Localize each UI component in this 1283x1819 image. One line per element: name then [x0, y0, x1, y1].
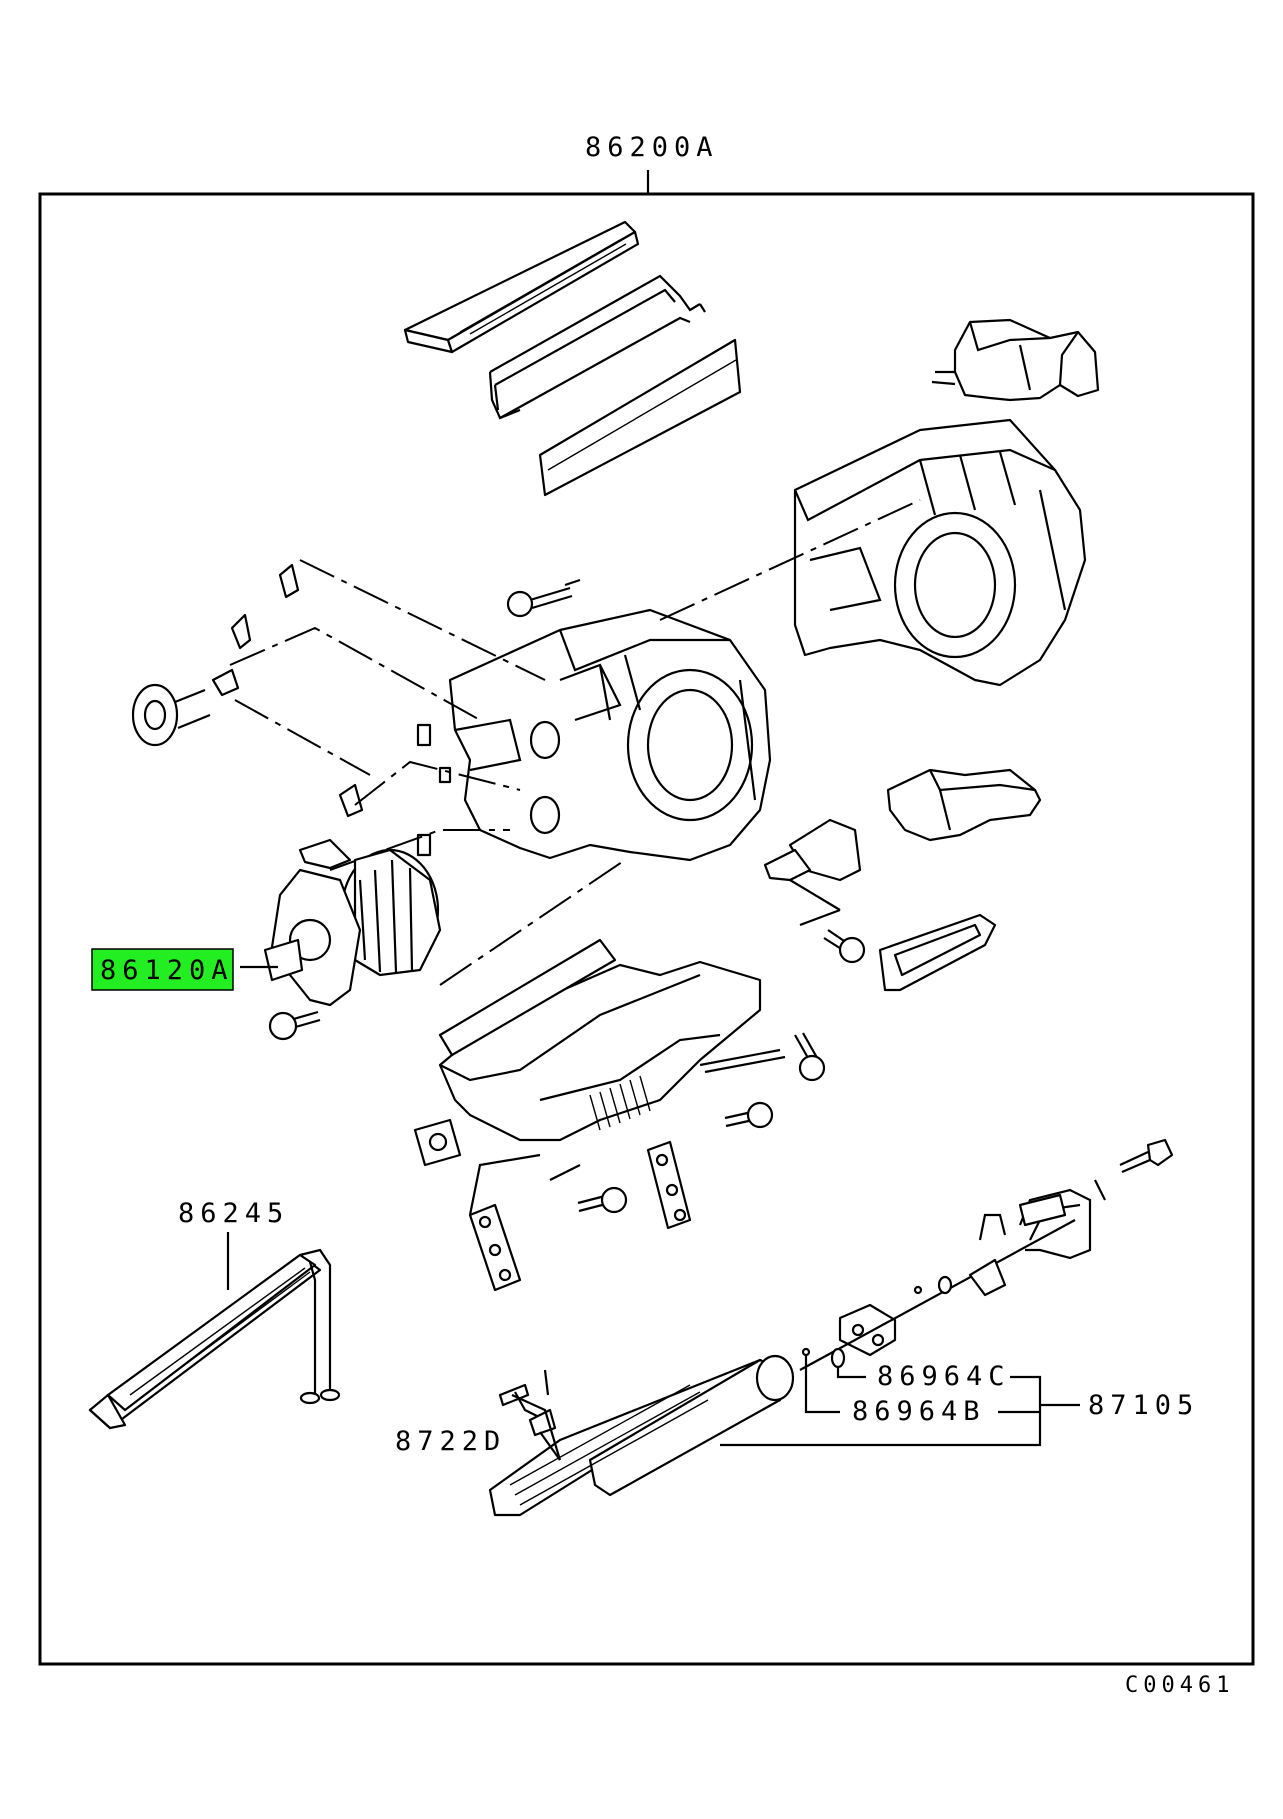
gasket-part [878, 913, 997, 992]
seal-parts [801, 1347, 846, 1369]
label-86200a: 86200A [585, 132, 719, 163]
callout-87105[interactable]: 87105 [720, 1375, 1199, 1447]
label-86964b: 86964B [852, 1396, 986, 1427]
label-87105: 87105 [1088, 1390, 1199, 1421]
diagram-frame [38, 192, 1255, 1666]
expansion-valve-part [799, 1179, 1106, 1371]
label-86245: 86245 [178, 1198, 289, 1229]
figure-code: C00461 [1125, 1673, 1234, 1698]
filter-plate-part [538, 338, 742, 497]
highlight-box-86120a [91, 948, 234, 991]
duct-upper-right [931, 318, 1100, 402]
actuator-parts [131, 563, 364, 870]
evaporator-part [488, 1354, 795, 1517]
label-86120a: 86120A [100, 955, 234, 986]
filter-frame-part [488, 274, 706, 420]
sensor-part [498, 1369, 562, 1461]
lower-case-part [438, 938, 786, 1142]
housing-right-part [793, 418, 1087, 687]
callout-86964c[interactable]: 86964C [836, 1361, 1011, 1392]
heater-core-part [88, 1248, 341, 1430]
callout-86245[interactable]: 86245 [178, 1198, 289, 1290]
damper-part [763, 818, 862, 927]
square-plate-part [413, 1118, 462, 1167]
screw-parts [268, 586, 1174, 1214]
callout-86200a[interactable]: 86200A [585, 132, 719, 194]
callout-8722d[interactable]: 8722D [395, 1426, 561, 1461]
callout-86964b[interactable]: 86964B [804, 1356, 986, 1427]
label-86964c: 86964C [877, 1361, 1011, 1392]
air-filter-part [403, 220, 640, 354]
mount-bracket-part [886, 768, 1042, 842]
callout-86120a[interactable]: 86120A [91, 948, 278, 991]
bracket-parts [468, 1140, 692, 1292]
clip-parts [416, 723, 452, 857]
assembly-lines [229, 499, 921, 986]
label-8722d: 8722D [395, 1426, 506, 1457]
housing-center-part [448, 608, 772, 862]
blower-motor-part [263, 848, 442, 1007]
